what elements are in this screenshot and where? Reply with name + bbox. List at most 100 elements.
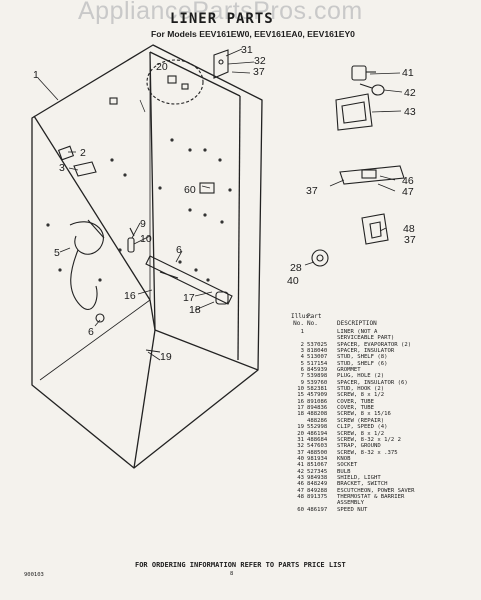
callout-9: 9 — [140, 218, 146, 230]
callout-31: 31 — [241, 44, 253, 56]
row-description: BRACKET, SWITCH — [337, 481, 388, 488]
row-description: CLIP, SPEED (4) — [337, 424, 388, 431]
row-description: SOCKET — [337, 462, 358, 469]
row-description: SPACER, INSULATOR — [337, 348, 395, 355]
row-illus-no: 43 — [297, 474, 304, 481]
callout-60: 60 — [184, 184, 196, 196]
header-description: DESCRIPTION — [337, 320, 377, 327]
row-illus-no: 32 — [297, 443, 304, 450]
callout-16: 16 — [124, 290, 136, 302]
callout-32: 32 — [254, 55, 266, 67]
row-description: LINER (NOT A — [337, 329, 378, 335]
row-part-no: 488286 — [307, 417, 328, 424]
row-part-no: 582381 — [307, 386, 328, 393]
callout-19: 19 — [160, 351, 172, 363]
row-description: SCREW, 8 x 1/2 — [337, 430, 385, 437]
row-part-no: 517154 — [307, 360, 328, 367]
row-illus-no: 15 — [297, 392, 304, 399]
row-description: SCREW (REPAIR) — [337, 417, 385, 424]
row-illus-no: 37 — [297, 449, 304, 456]
row-part-no: 513007 — [307, 354, 328, 361]
header-illus-line1: Illus. — [291, 313, 313, 320]
row-illus-no: 7 — [300, 373, 304, 380]
row-description: SCREW, 8-32 x 1/2 2 — [337, 436, 401, 443]
row-description: SHIELD, LIGHT — [337, 474, 381, 481]
row-part-no: 851067 — [307, 462, 328, 469]
watermark: AppliancePartsPros.com — [78, 0, 363, 25]
header-illus-no: Illus. No. — [291, 313, 313, 327]
row-part-no: 818040 — [307, 348, 328, 355]
row-part-no: 848249 — [307, 481, 328, 488]
row-part-no: 849288 — [307, 487, 328, 494]
callout-17: 17 — [183, 292, 195, 304]
row-illus-no: 5 — [300, 360, 304, 367]
row-illus-no: 3 — [300, 348, 304, 355]
callout-40: 40 — [287, 275, 299, 287]
row-description: STUD, HOOK (2) — [337, 386, 385, 393]
liner-outline — [31, 44, 263, 469]
row-illus-no: 47 — [297, 487, 304, 494]
row-description: SPEED NUT — [337, 506, 368, 513]
header-part-line2: No. — [307, 320, 318, 327]
row-illus-no: 18 — [297, 411, 304, 418]
row-illus-no: 6 — [300, 367, 304, 374]
row-description: BULB — [337, 468, 351, 475]
callout-43: 43 — [404, 106, 416, 118]
row-part-no: 488500 — [307, 449, 328, 456]
row-description: SCREW, 8 x 1/2 — [337, 392, 385, 399]
callout-37-middle: 37 — [306, 185, 318, 197]
callout-37-top: 37 — [253, 66, 265, 78]
callout-labels: 1 2 3 5 6 6 9 10 16 17 18 19 20 28 40 31… — [33, 44, 416, 363]
row-illus-no: 48 — [297, 493, 304, 500]
table-row: SERVICEABLE PART) — [291, 335, 459, 341]
leader-lines — [37, 48, 403, 361]
callout-18: 18 — [189, 304, 201, 316]
callout-48: 48 — [403, 223, 415, 235]
parts-table-header: Illus. No. Part No. DESCRIPTION — [291, 313, 459, 327]
liner-holes — [46, 138, 232, 282]
callout-20: 20 — [156, 61, 168, 73]
row-illus-no: 4 — [300, 354, 304, 361]
row-description: GROMMET — [337, 367, 361, 374]
row-description: SPACER, EVAPORATOR (2) — [337, 341, 412, 348]
row-part-no: 486194 — [307, 430, 328, 437]
table-row: ASSEMBLY — [291, 500, 459, 506]
callout-41: 41 — [402, 67, 414, 79]
callout-1: 1 — [33, 69, 39, 81]
row-illus-no: 40 — [297, 455, 304, 462]
row-illus-no: 2 — [300, 341, 304, 348]
row-part-no: 984938 — [307, 474, 328, 481]
row-description: SCREW, 8-32 x .375 — [337, 449, 398, 456]
row-description: PLUG, HOLE (2) — [337, 373, 385, 380]
row-part-no: 891086 — [307, 398, 328, 405]
header-part-no: Part No. — [307, 313, 337, 327]
callout-37-right: 37 — [404, 234, 416, 246]
callout-2: 2 — [80, 147, 86, 159]
part-sketches — [57, 49, 405, 353]
callout-3: 3 — [59, 162, 65, 174]
row-illus-no: 60 — [297, 506, 304, 513]
row-part-no: 552998 — [307, 424, 328, 431]
row-illus-no: 31 — [297, 436, 304, 443]
row-part-no: 894836 — [307, 405, 328, 412]
